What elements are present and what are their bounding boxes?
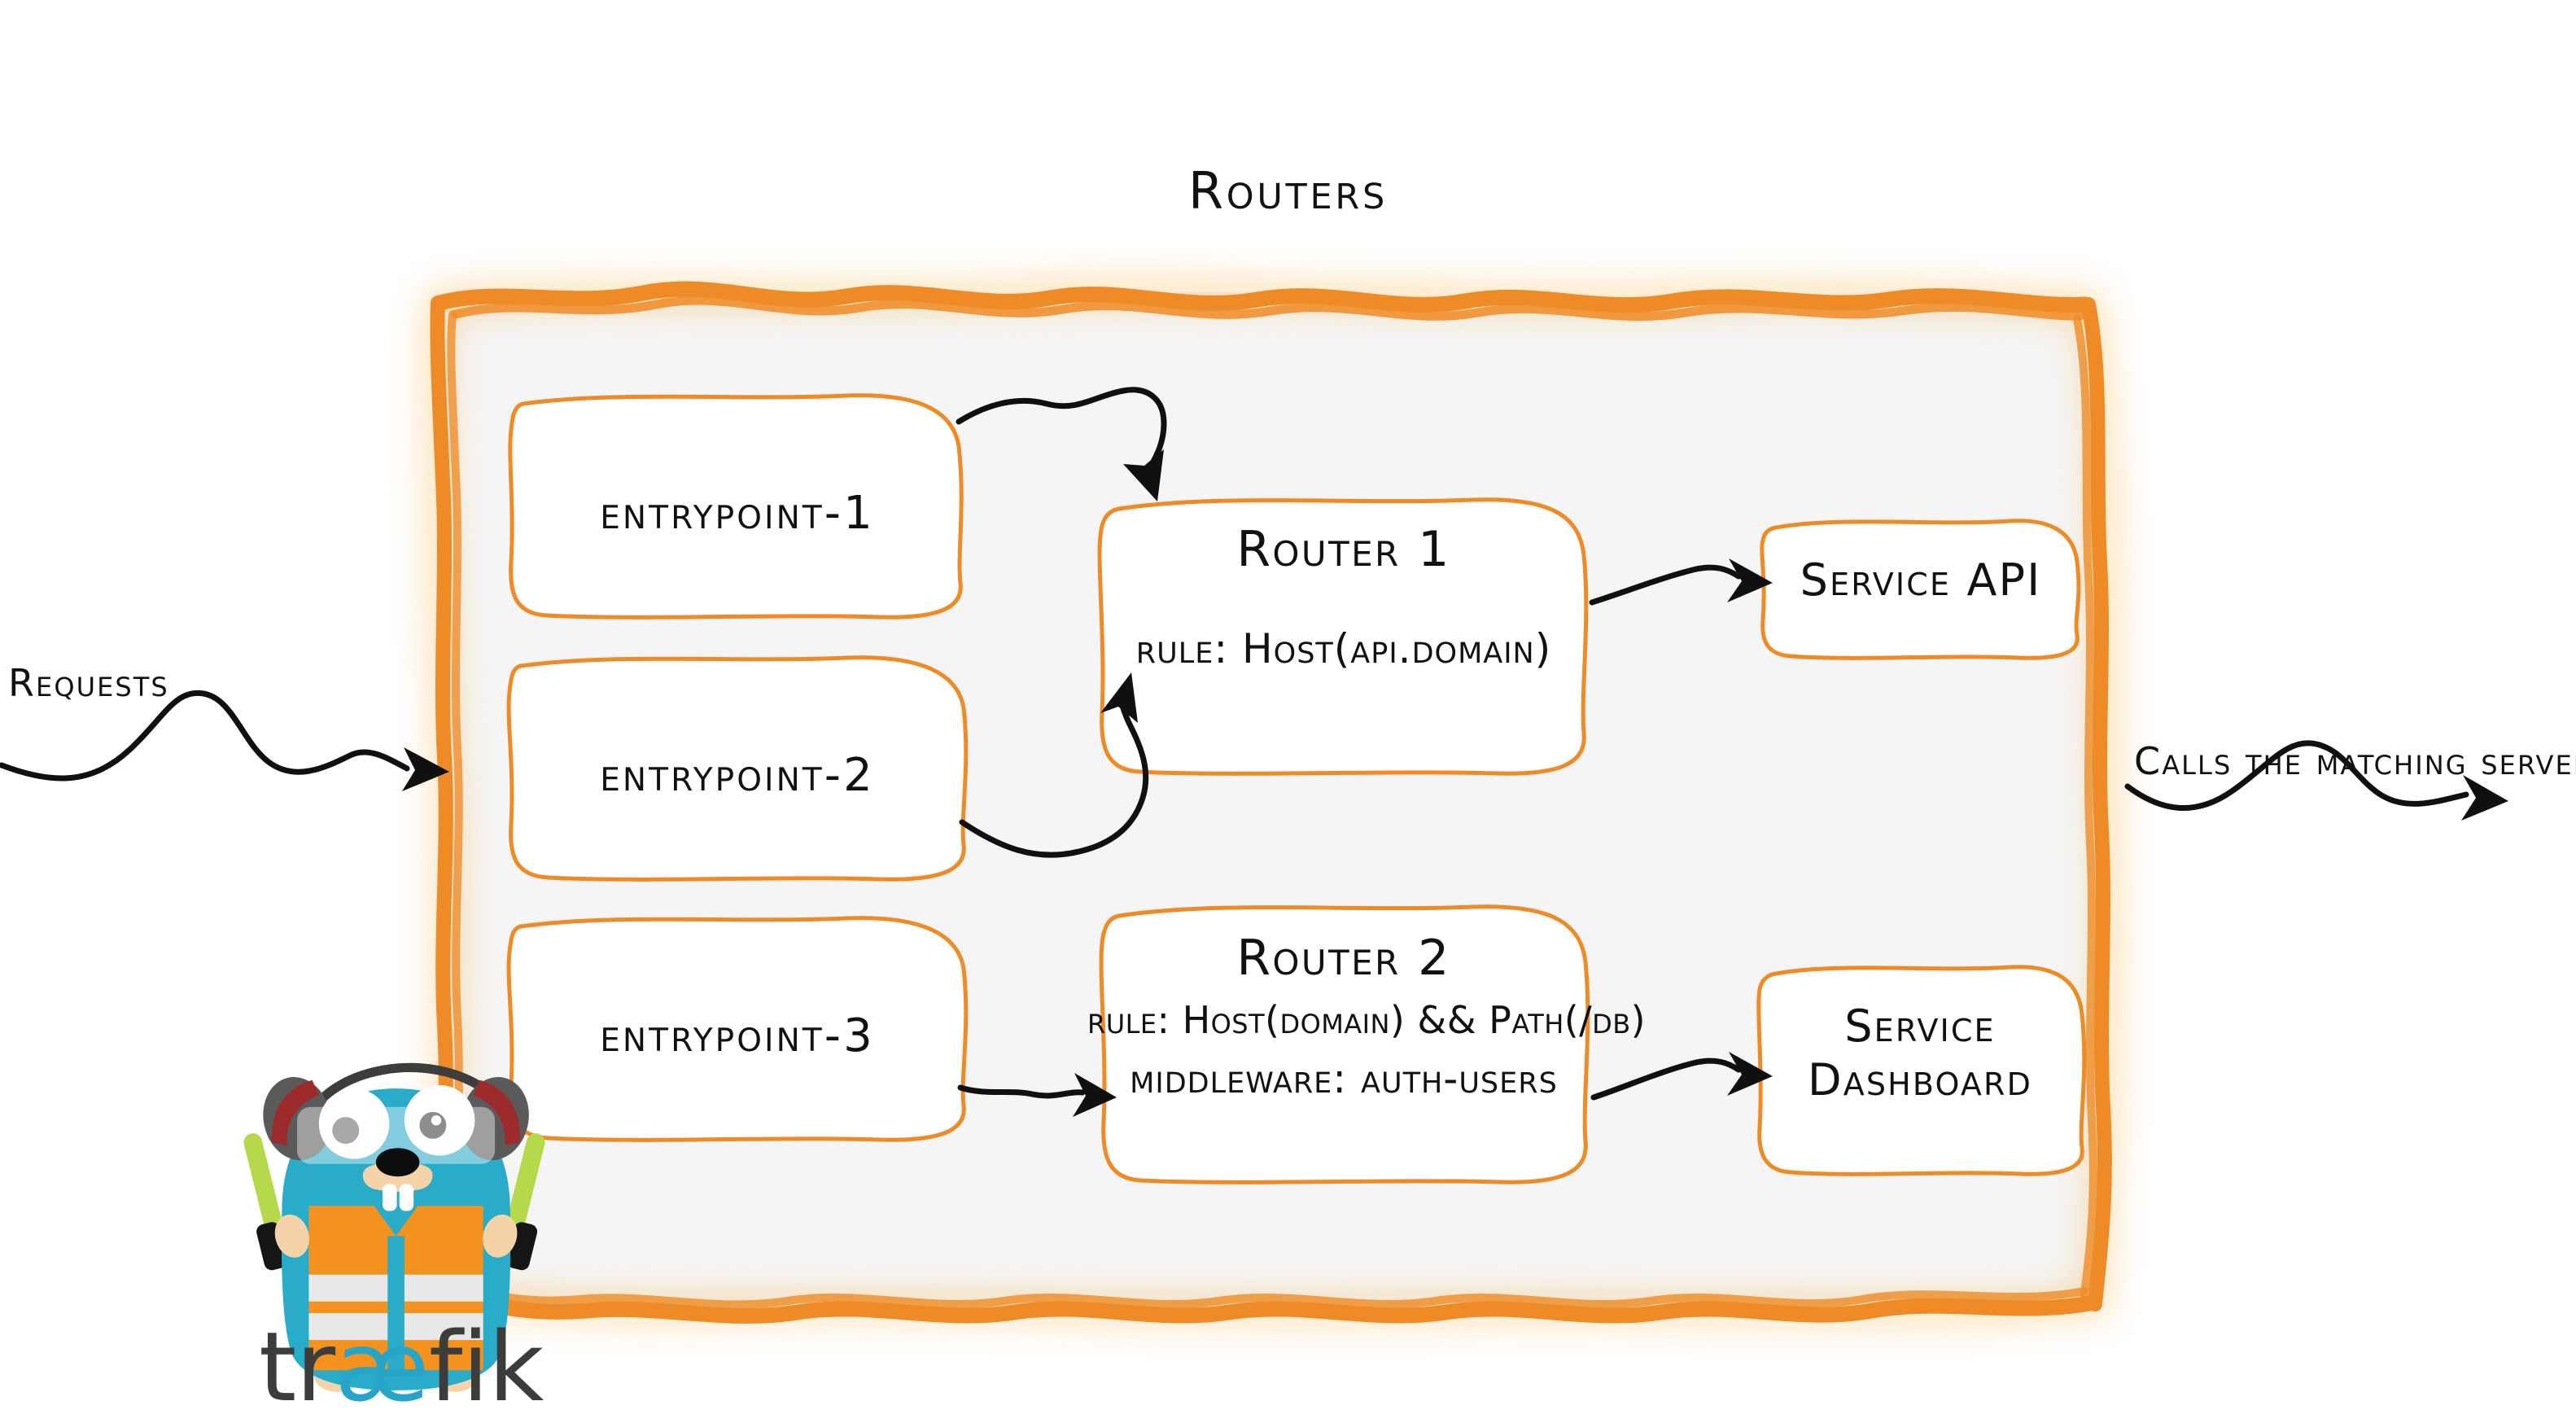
entrypoint-label-2: entrypoint-2 [600, 749, 875, 802]
service-api-label: Service API [1800, 554, 2042, 606]
arrow-calls-server [2124, 740, 2469, 812]
arrowhead-router1-service-api [1727, 558, 1773, 602]
entrypoint-box-3[interactable] [506, 916, 969, 1142]
router-box-2[interactable] [1099, 904, 1590, 1184]
router-1-rule: rule: Host(api.domain) [1135, 625, 1552, 672]
wordmark-suffix: fik [428, 1311, 544, 1423]
arrowhead-ep2-router1 [1100, 672, 1138, 723]
requests-annotation: Requests [8, 661, 169, 705]
arrow-ep1-router1 [956, 387, 1167, 479]
router-box-1[interactable] [1097, 497, 1589, 776]
service-dashboard-label: Service Dashboard [1807, 1000, 2032, 1106]
entrypoint-label-1: entrypoint-1 [600, 487, 875, 540]
router-2-middleware: middleware: auth-users [1130, 1055, 1558, 1102]
traefik-wordmark: træfik [259, 1319, 544, 1415]
wordmark-prefix: tr [259, 1311, 335, 1423]
router-1-title: Router 1 [1236, 521, 1451, 578]
service-box-dashboard[interactable] [1756, 965, 2087, 1176]
router-2-title: Router 2 [1236, 930, 1451, 987]
entrypoint-label-3: entrypoint-3 [600, 1009, 875, 1062]
arrow-ep2-router2 [959, 690, 1149, 858]
gopher-nose [375, 1148, 420, 1177]
wordmark-ligature: æ [335, 1311, 430, 1423]
entrypoint-box-2[interactable] [506, 655, 969, 882]
arrowhead-ep3-router2 [1073, 1073, 1117, 1117]
service-box-api[interactable] [1760, 519, 2081, 660]
arrowhead-ep1-router1 [1123, 449, 1164, 501]
arrow-router2-service-dashboard [1590, 1057, 1742, 1101]
arrow-requests [0, 690, 410, 782]
arrowhead-router2-service-dashboard [1727, 1052, 1773, 1096]
entrypoint-box-1[interactable] [508, 393, 964, 620]
arrow-router1-service-api [1589, 564, 1742, 606]
connector-arrows [0, 387, 2508, 1117]
page-title: Routers [0, 161, 2576, 221]
arrow-ep3-router2 [957, 1084, 1086, 1099]
arrowhead-calls-server [2461, 775, 2508, 821]
traefik-gopher-mascot [243, 1062, 545, 1392]
page-title-text: Routers [1187, 161, 1389, 221]
calls-server-annotation: Calls the matching server [2134, 739, 2576, 783]
router-2-rule: rule: Host(domain) && Path(/db) [1087, 998, 1647, 1042]
arrowhead-requests [402, 747, 449, 791]
